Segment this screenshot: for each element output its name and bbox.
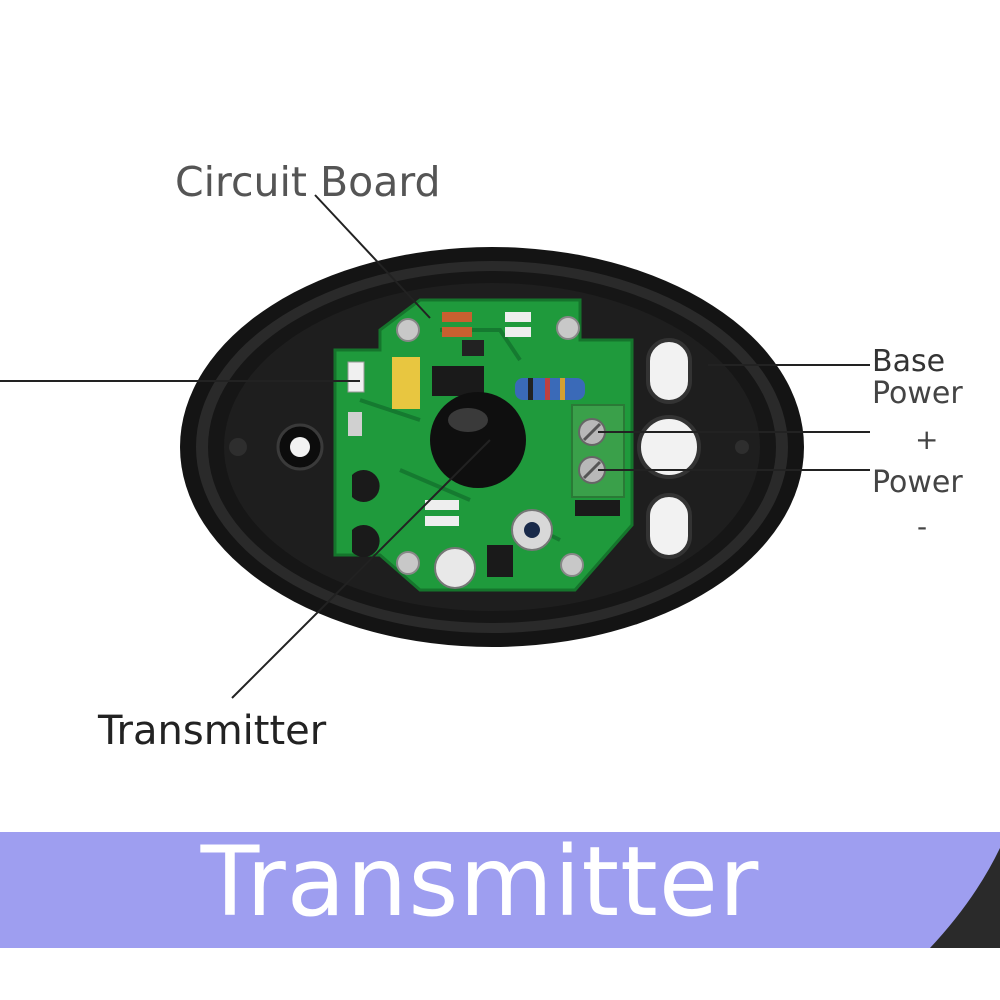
base-label: Base [872,344,946,379]
banner-title: Transmitter [200,826,760,938]
circuit-board-label: Circuit Board [175,158,441,206]
leader-lines [0,194,870,699]
minus-sign-label: - [917,510,928,543]
capacitor-icon [434,509,553,589]
power-positive-label: Power [872,376,963,411]
terminal-block [571,404,625,498]
plus-sign-label: + [915,423,939,456]
banner-background [0,832,1000,948]
transmitter-label: Transmitter [98,708,327,754]
ir-lens-dome [430,392,526,488]
resistor-icon [515,378,585,400]
screw-icon [396,316,584,577]
power-negative-label: Power [872,465,963,500]
banner-corner [930,848,1000,948]
